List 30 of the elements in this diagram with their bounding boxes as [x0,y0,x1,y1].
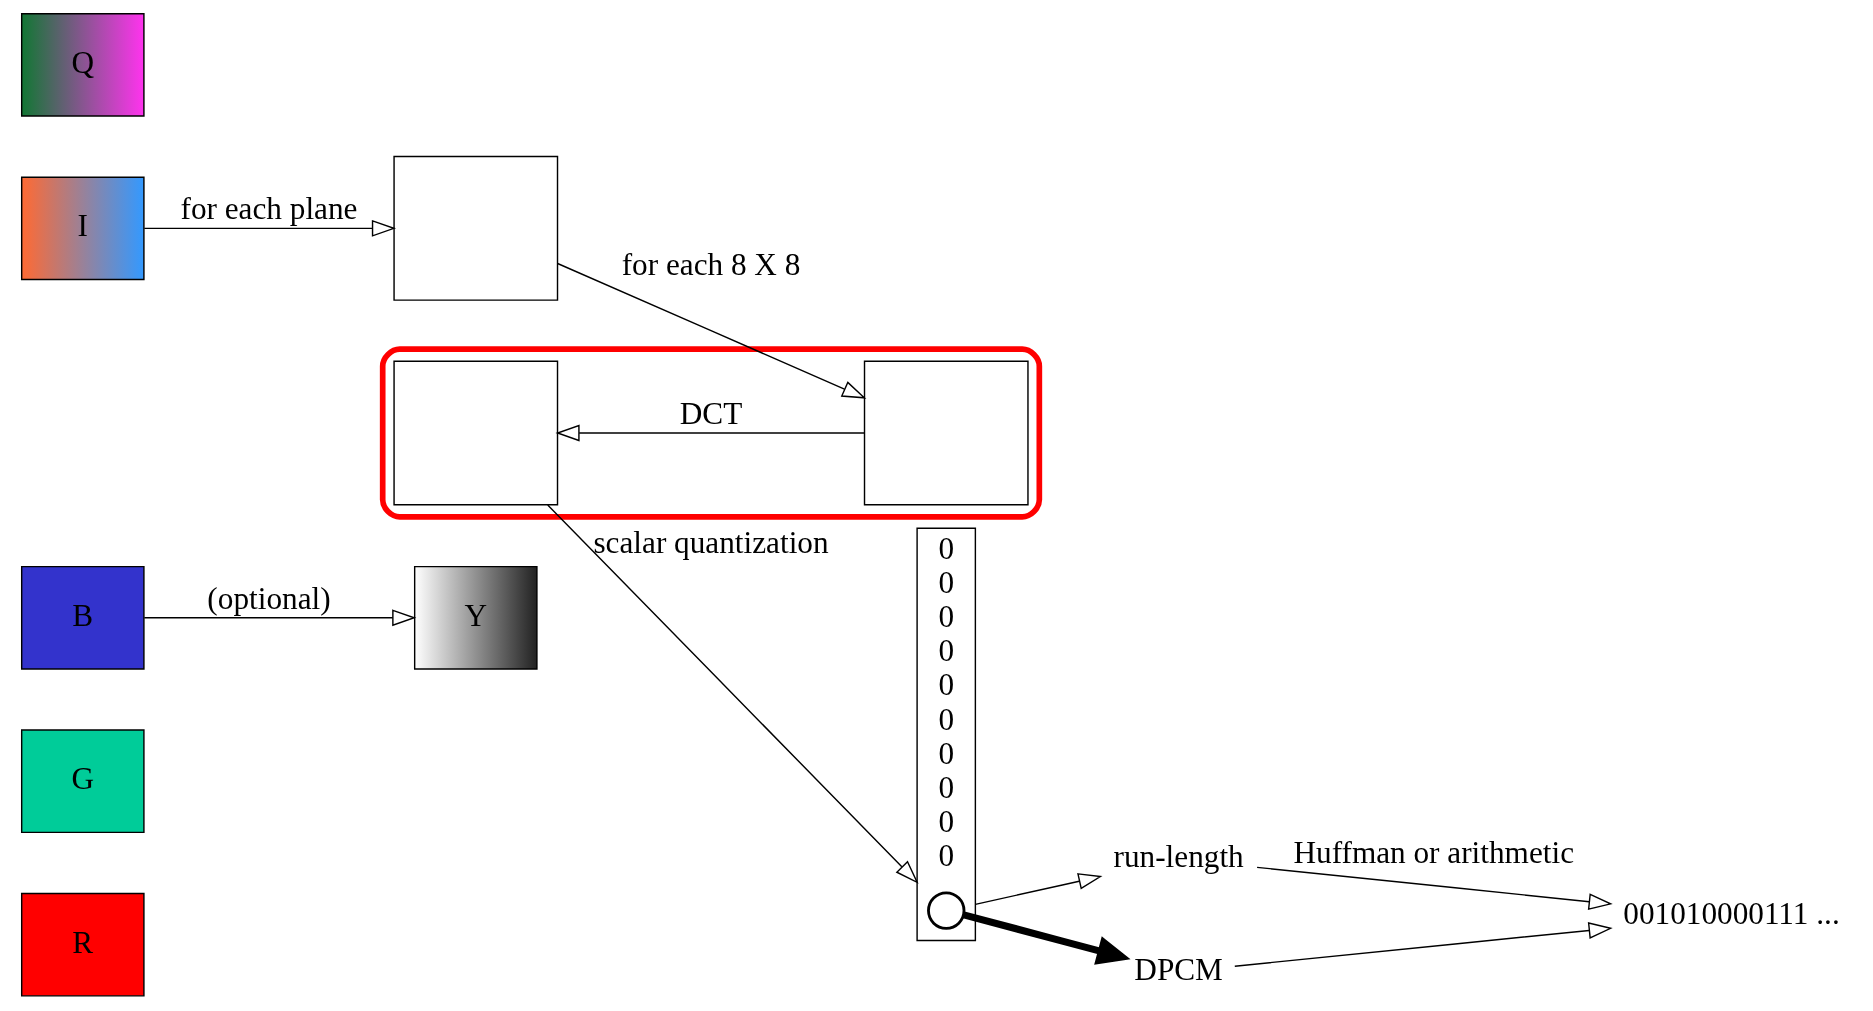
node-box: I [20,176,145,281]
arrow [143,219,396,237]
edge-label: DCT [679,395,742,431]
node-box: G [20,729,145,834]
node-box: B [20,565,145,670]
arrow [974,873,1102,906]
node-circle [926,891,965,930]
arrow [556,262,866,399]
node-box: Q [20,13,145,117]
arrow [1233,922,1613,967]
node-text: DPCM [1133,951,1223,987]
arrow [962,911,1131,965]
arrow [143,609,416,627]
arrow [1255,866,1613,911]
node-box [392,360,558,506]
edge-label: Huffman or arithmetic [1292,835,1574,871]
node-text: run-length [1113,839,1244,875]
cluster: 0 0 0 0 0 0 0 0 0 0 [915,527,976,942]
node-box: Y [413,565,538,670]
node-box [392,155,558,301]
edge-label: scalar quantization [592,525,829,561]
node-box [863,360,1029,506]
arrow [546,504,919,884]
arrow [554,424,865,442]
edge-label: for each plane [180,191,357,227]
edge-label: (optional) [206,580,331,616]
edge-label: for each 8 X 8 [621,246,800,282]
node-box: R [20,892,145,997]
node-text: 001010000111 ... [1622,896,1840,932]
cluster [379,346,1042,520]
